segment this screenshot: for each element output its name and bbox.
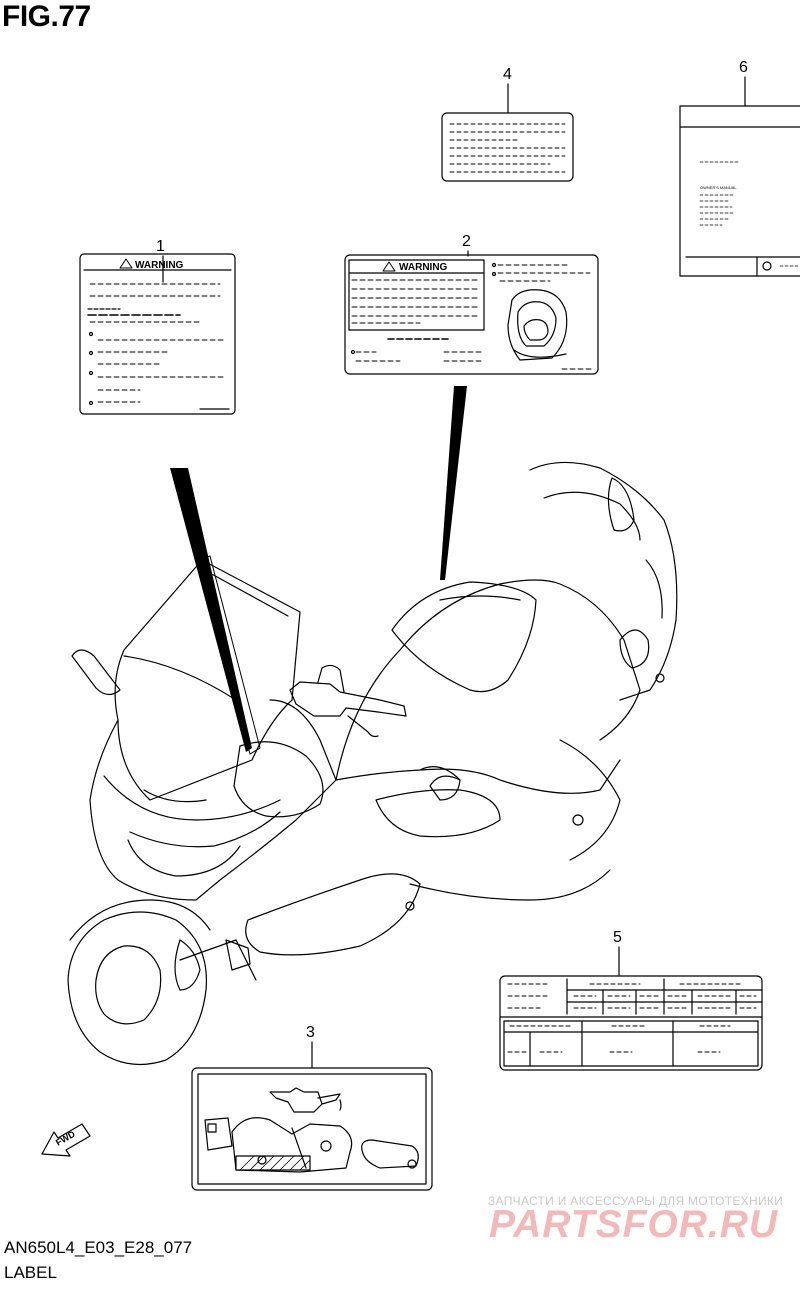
label-1-warning-text: WARNING: [135, 260, 184, 271]
pointer-outline: [197, 555, 261, 755]
label-3-oil-sticker: [191, 1067, 433, 1191]
scooter-outline: [67, 461, 678, 1066]
label-2-warning-text: WARNING: [399, 262, 448, 273]
callout-4: 4: [503, 66, 512, 83]
watermark-tagline: ЗАПЧАСТИ И АКСЕССУАРЫ ДЛЯ МОТОТЕХНИКИ: [488, 1194, 784, 1208]
label-2-warning-sticker: [344, 254, 599, 375]
oil-level-hatching: [239, 1155, 311, 1171]
label-4-info-sticker: [441, 112, 574, 182]
pointer-label-2: [440, 386, 467, 580]
label-5-table-sticker: [499, 975, 763, 1071]
callout-2: 2: [462, 233, 471, 250]
owners-manual-booklet: [679, 105, 800, 277]
label-1-warning-sticker: [79, 253, 236, 415]
callout-6: 6: [739, 59, 748, 76]
callout-5: 5: [613, 929, 622, 946]
callout-1: 1: [156, 238, 165, 255]
diagram-code: AN650L4_E03_E28_077: [4, 1238, 193, 1257]
diagram-caption: LABEL: [4, 1263, 57, 1282]
fwd-arrow: [41, 1123, 91, 1157]
watermark-brand: PARTSFOR.RU: [489, 1203, 779, 1246]
callout-3: 3: [306, 1024, 315, 1041]
figure-title: FIG.77: [2, 0, 91, 33]
owners-manual-heading: OWNER'S MANUAL: [700, 185, 737, 190]
